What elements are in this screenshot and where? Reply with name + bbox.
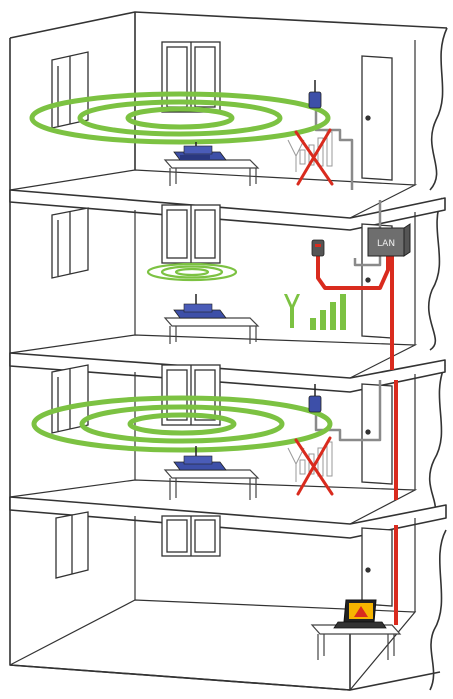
router-floor3: [174, 294, 226, 318]
wall-adapter-floor4: [309, 80, 321, 108]
wall-adapter-icon: [312, 240, 324, 256]
wall-adapter-floor3: [312, 240, 324, 256]
window-back-floor3: [162, 205, 220, 263]
router-floor4: [174, 142, 226, 160]
router-icon: [184, 456, 212, 464]
router-icon: [184, 304, 212, 312]
wifi-rings-floor3: [148, 264, 236, 280]
signal-bars-floor4: [288, 130, 332, 184]
signal-bars-floor3: [284, 294, 346, 330]
table-floor3: [165, 318, 258, 344]
table-floor2: [165, 470, 258, 500]
window-back-floor1: [162, 516, 220, 556]
window-left-floor3: [52, 208, 88, 278]
lan-box-label: LAN: [377, 239, 395, 249]
door-floor1: [362, 528, 392, 606]
table-floor4: [165, 160, 258, 186]
wall-adapter-icon: [309, 92, 321, 108]
table-floor1: [312, 625, 400, 660]
window-left-floor1: [56, 512, 88, 578]
router-icon: [184, 146, 212, 154]
lan-box: LAN: [368, 224, 410, 256]
wall-adapter-icon: [309, 396, 321, 412]
